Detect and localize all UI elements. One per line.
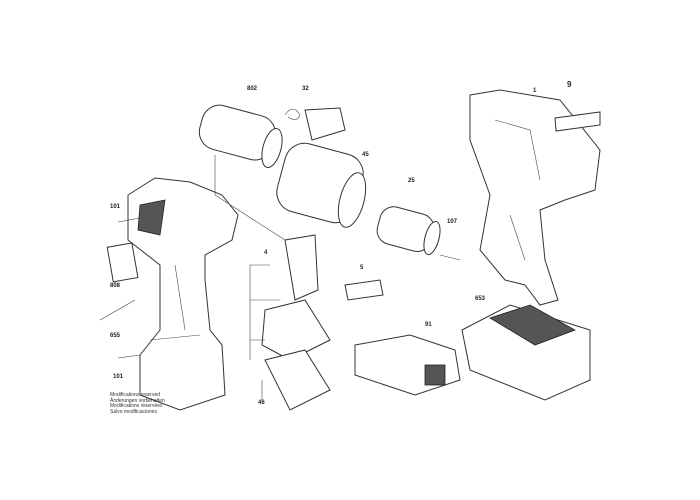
part-label-1: 1	[533, 88, 537, 94]
part-label-91: 91	[425, 322, 432, 328]
part-label-655: 655	[110, 333, 121, 339]
part-label-808: 808	[110, 283, 121, 289]
part-label-32: 32	[302, 86, 309, 92]
part-label-653: 653	[475, 296, 486, 302]
charger	[461, 304, 591, 401]
switch-part	[304, 107, 346, 141]
part-label-9: 9	[567, 80, 572, 89]
part-label-4: 4	[264, 250, 268, 256]
electronics-module	[284, 234, 319, 301]
note-line: Änderungen vorbehalten	[110, 397, 165, 404]
part-label-802: 802	[247, 86, 258, 92]
part-label-101-bottom: 101	[113, 374, 124, 380]
chuck	[376, 206, 441, 256]
part-label-107: 107	[447, 219, 458, 225]
part-label-5: 5	[360, 265, 364, 271]
modifications-note: Modifications reserved Änderungen vorbeh…	[110, 392, 165, 415]
note-line: Modifications reserved	[110, 392, 161, 398]
battery-pack	[354, 334, 461, 396]
note-line: Salvo modificaciones	[110, 408, 157, 415]
housing-left	[127, 177, 239, 411]
gearbox	[276, 142, 367, 228]
part-label-46: 46	[258, 400, 265, 406]
part-label-25: 25	[408, 178, 415, 184]
note-line: Modifications réservées	[110, 403, 163, 409]
part-label-101-top: 101	[110, 204, 121, 210]
label-plate	[554, 111, 601, 132]
part-label-45: 45	[362, 152, 369, 158]
motor	[198, 104, 283, 168]
